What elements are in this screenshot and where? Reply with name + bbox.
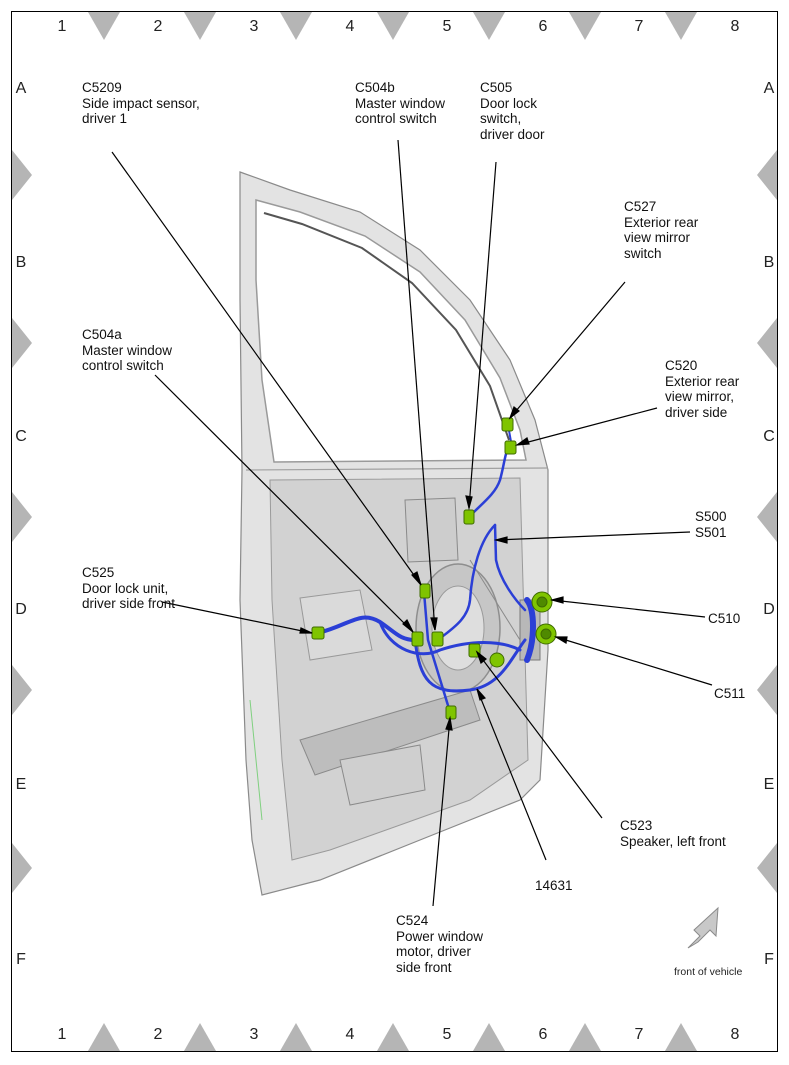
grid-row-label: E	[15, 776, 27, 793]
connector-code: C523	[620, 818, 653, 833]
grid-row-label: E	[763, 776, 775, 793]
grid-col-label: 6	[538, 1026, 548, 1043]
grid-col-label: 4	[345, 1026, 355, 1043]
wiring-harness	[316, 424, 536, 714]
grid-col-label: 1	[57, 18, 67, 35]
connector-code: C520	[665, 358, 698, 373]
connector-description: Master window control switch	[82, 342, 173, 374]
grid-col-label: 5	[442, 1026, 452, 1043]
grid-markers	[12, 12, 777, 1051]
grid-row-label: D	[15, 601, 27, 618]
grid-row-label: B	[15, 254, 27, 271]
grid-row-label: F	[16, 951, 26, 968]
grid-col-label: 8	[730, 18, 740, 35]
grid-col-label: 2	[153, 18, 163, 35]
connector-description: Speaker, left front	[620, 833, 726, 849]
connector-code: C524	[396, 913, 429, 928]
connector-description: Exterior rear view mirror, driver side	[665, 373, 740, 420]
harness-code: 14631	[535, 878, 573, 893]
connector-code: C504a	[82, 327, 122, 342]
grid-row-label: C	[763, 428, 775, 445]
callout-c510: C510	[708, 611, 740, 627]
connector-description: Door lock unit, driver side front	[82, 580, 176, 612]
connector-code: C504b	[355, 80, 395, 95]
connector-description: Power window motor, driver side front	[396, 928, 484, 975]
connector-code: C527	[624, 199, 657, 214]
connector-description: Master window control switch	[355, 95, 446, 127]
grid-col-label: 6	[538, 18, 548, 35]
callout-c511: C511	[714, 686, 745, 702]
leader-lines	[111, 139, 713, 907]
front-of-vehicle-label: front of vehicle	[674, 966, 743, 978]
connector-code: C505	[480, 80, 513, 95]
connector-code: C5209	[82, 80, 122, 95]
splice-code: S500	[695, 509, 727, 524]
grid-row-label: F	[764, 951, 774, 968]
connector-code: C511	[714, 686, 746, 701]
grid-col-label: 3	[249, 18, 259, 35]
grid-col-label: 1	[57, 1026, 67, 1043]
grid-row-label: C	[15, 428, 27, 445]
grid-row-label: A	[15, 80, 27, 97]
connector-code: C525	[82, 565, 115, 580]
grid-row-label: B	[763, 254, 775, 271]
grid-col-label: 5	[442, 18, 452, 35]
connector-description: Side impact sensor, driver 1	[82, 95, 200, 127]
connector-code: C510	[708, 611, 741, 626]
grid-col-label: 4	[345, 18, 355, 35]
grid-col-label: 7	[634, 1026, 644, 1043]
direction-arrow-icon	[687, 906, 719, 949]
connector-description: Door lock switch, driver door	[480, 95, 545, 142]
splice-code: S501	[695, 524, 727, 540]
grid-row-label: A	[763, 80, 775, 97]
callout-14631: 14631	[535, 878, 573, 894]
grid-row-label: D	[763, 601, 775, 618]
connector-description: Exterior rear view mirror switch	[624, 214, 699, 261]
grid-col-label: 8	[730, 1026, 740, 1043]
grid-col-label: 3	[249, 1026, 259, 1043]
door-panel	[239, 171, 549, 896]
connectors	[311, 417, 557, 720]
grid-col-label: 2	[153, 1026, 163, 1043]
grid-col-label: 7	[634, 18, 644, 35]
